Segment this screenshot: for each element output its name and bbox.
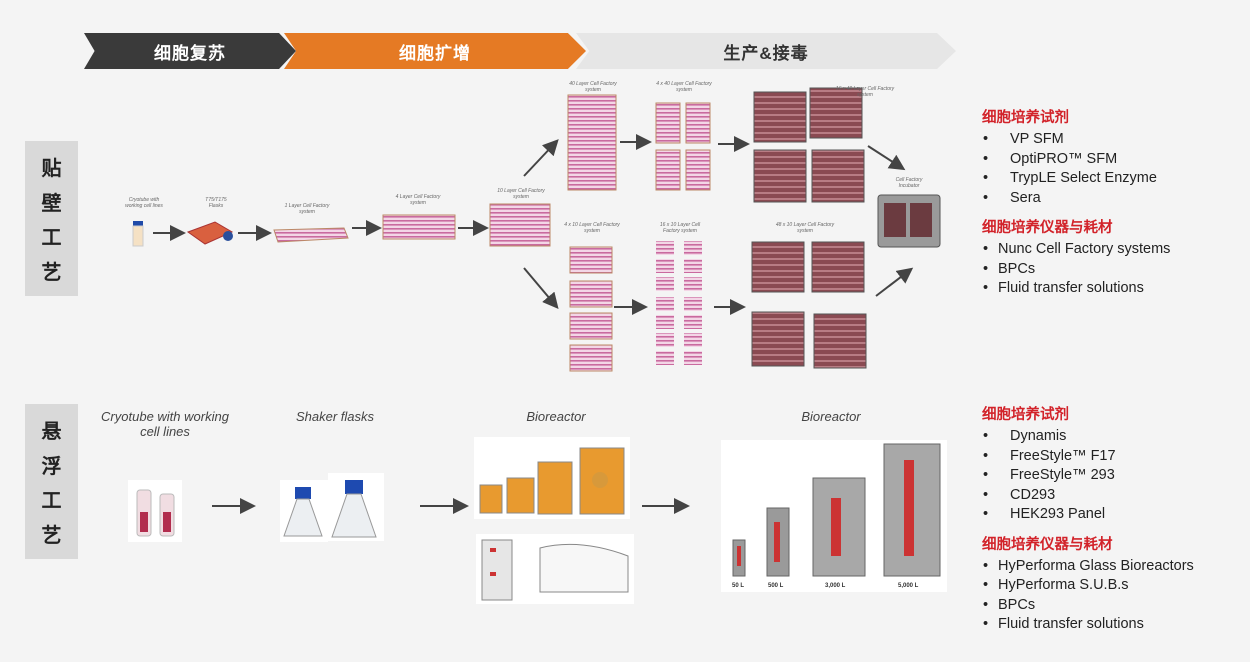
side-char: 壁: [41, 192, 62, 215]
stage-label: 细胞复苏: [154, 43, 226, 63]
glass-bioreactor-icon: [474, 437, 630, 519]
step-label: Bioreactor: [526, 409, 586, 424]
step-label: Bioreactor: [801, 409, 861, 424]
list-item: CD293: [982, 486, 1194, 506]
reagents-heading: 细胞培养试剂: [982, 407, 1069, 423]
side-char: 艺: [41, 525, 62, 548]
step-label: Cryotube with working cell lines: [101, 409, 229, 439]
volume-label: 500 L: [768, 583, 784, 589]
equipment-list: HyPerforma Glass Bioreactors HyPerforma …: [982, 557, 1194, 635]
cell-factory-40-layer-icon: [567, 94, 617, 191]
list-item: BPCs: [982, 260, 1170, 280]
step-label: 16 x 10 Layer Cell Factory system: [659, 222, 701, 234]
equipment-list: Nunc Cell Factory systems BPCs Fluid tra…: [982, 240, 1170, 299]
list-item: OptiPRO™ SFM: [982, 150, 1170, 170]
list-item: HyPerforma Glass Bioreactors: [982, 557, 1194, 577]
step-label: 40 Layer Cell Factory system: [569, 81, 617, 93]
stage-cell-recovery: 细胞复苏: [84, 33, 296, 69]
step-label: 10 Layer Cell Factory system: [497, 188, 545, 200]
side-char: 艺: [41, 262, 62, 285]
cell-factory-1-layer-icon: [273, 227, 349, 243]
list-item: HyPerforma S.U.B.s: [982, 576, 1194, 596]
stage-production-infection: 生产&接毒: [576, 33, 956, 69]
adherent-resources-panel: 细胞培养试剂 VP SFM OptiPRO™ SFM TrypLE Select…: [982, 106, 1170, 307]
step-label: 4 x 10 Layer Cell Factory system: [564, 222, 620, 234]
side-char: 悬: [41, 420, 62, 443]
stage-label: 生产&接毒: [723, 43, 809, 63]
rack-48x10-icon: [751, 241, 867, 369]
cell-factory-4x40-icon: [655, 102, 711, 191]
list-item: FreeStyle™ F17: [982, 447, 1194, 467]
step-label: 16 x 40 Layer Cell Factory system: [835, 86, 895, 98]
side-char: 工: [41, 227, 62, 250]
list-item: Dynamis: [982, 427, 1194, 447]
volume-label: 5,000 L: [898, 583, 919, 589]
stage-label: 细胞扩增: [399, 43, 471, 63]
single-use-bioreactor-icon: [721, 440, 947, 592]
step-label: 1 Layer Cell Factory system: [284, 203, 330, 215]
step-label: Cryotube with working cell lines: [125, 197, 163, 209]
side-char: 浮: [41, 455, 62, 478]
equipment-heading: 细胞培养仪器与耗材: [982, 220, 1113, 236]
step-label: 4 Layer Cell Factory system: [395, 194, 441, 206]
list-item: TrypLE Select Enzyme: [982, 169, 1170, 189]
cell-factory-4x10-icon: [569, 246, 613, 372]
cell-factory-10-layer-icon: [489, 203, 551, 247]
adherent-cryotube-icon: [132, 221, 144, 247]
list-item: HEK293 Panel: [982, 505, 1194, 525]
rack-16x40-icon: [753, 87, 865, 203]
list-item: Sera: [982, 189, 1170, 209]
flask-icon: [186, 221, 234, 245]
step-label: Shaker flasks: [295, 409, 375, 424]
suspension-process-label: 悬 浮 工 艺: [25, 404, 78, 559]
incubator-icon: [877, 194, 941, 248]
cell-factory-16x10-icon: [656, 241, 702, 365]
reagent-list: Dynamis FreeStyle™ F17 FreeStyle™ 293 CD…: [982, 427, 1194, 525]
shaker-incubator-icon: [476, 534, 634, 604]
step-label: 48 x 10 Layer Cell Factory system: [775, 222, 835, 234]
step-label: T75/T175 Flasks: [205, 197, 227, 209]
equipment-heading: 细胞培养仪器与耗材: [982, 536, 1113, 553]
side-char: 贴: [41, 157, 62, 180]
shaker-flask-icon: [280, 473, 384, 542]
volume-label: 50 L: [732, 583, 745, 589]
step-label: Cell Factory Incubator: [895, 177, 923, 189]
stage-cell-expansion: 细胞扩增: [284, 33, 586, 69]
volume-label: 3,000 L: [825, 583, 846, 589]
step-label: 4 x 40 Layer Cell Factory system: [656, 81, 712, 93]
list-item: VP SFM: [982, 130, 1170, 150]
adherent-process-label: 贴 壁 工 艺: [25, 141, 78, 296]
list-item: Fluid transfer solutions: [982, 615, 1194, 635]
reagents-heading: 细胞培养试剂: [982, 110, 1069, 126]
list-item: Fluid transfer solutions: [982, 279, 1170, 299]
list-item: Nunc Cell Factory systems: [982, 240, 1170, 260]
list-item: FreeStyle™ 293: [982, 466, 1194, 486]
list-item: BPCs: [982, 596, 1194, 616]
cell-factory-4-layer-icon: [382, 214, 456, 240]
side-char: 工: [41, 490, 62, 513]
reagent-list: VP SFM OptiPRO™ SFM TrypLE Select Enzyme…: [982, 130, 1170, 208]
suspension-resources-panel: 细胞培养试剂 Dynamis FreeStyle™ F17 FreeStyle™…: [982, 403, 1194, 643]
suspension-cryotube-icon: [128, 480, 182, 542]
